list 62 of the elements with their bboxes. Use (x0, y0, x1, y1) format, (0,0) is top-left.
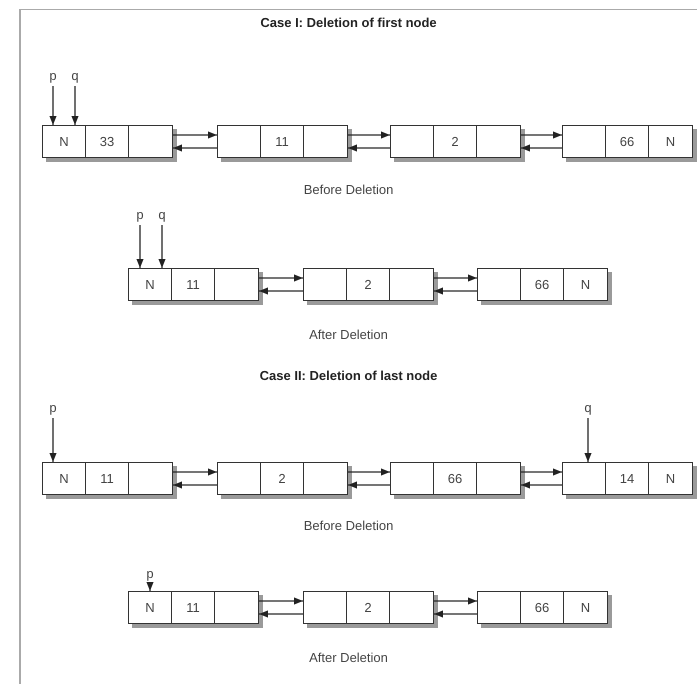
caption: Before Deletion (304, 181, 394, 199)
cell-value: 66 (534, 276, 550, 294)
section-heading: Case I: Deletion of first node (260, 14, 437, 32)
arrow (521, 144, 562, 152)
cell-value: 11 (186, 276, 200, 294)
pointer-label: q (156, 207, 168, 223)
arrow (136, 225, 144, 268)
arrow (173, 144, 217, 152)
cell-value: 2 (364, 598, 372, 617)
cell-value: 11 (100, 470, 114, 488)
cell-value: 66 (448, 470, 462, 488)
arrow (348, 481, 390, 489)
pointer-label: p (47, 68, 59, 84)
caption: After Deletion (309, 326, 388, 344)
arrow (259, 597, 303, 605)
cell-value: 2 (278, 470, 286, 488)
cell-value: N (59, 470, 69, 488)
arrow (521, 468, 562, 476)
arrow (259, 610, 303, 618)
arrow (434, 274, 477, 282)
arrow (434, 287, 477, 295)
pointer-label: p (47, 400, 59, 416)
cell-value: 66 (620, 132, 634, 151)
cell-value: 2 (364, 276, 372, 294)
arrow (434, 597, 477, 605)
arrow (521, 131, 562, 139)
cell-value: 14 (620, 470, 634, 488)
cell-value: N (145, 276, 155, 294)
pointer-label: p (134, 207, 146, 223)
cell-value: 2 (451, 132, 459, 151)
cell-value: N (145, 598, 155, 617)
pointer-label: q (582, 400, 594, 416)
arrow (521, 481, 562, 489)
cell-value: 11 (186, 598, 200, 617)
arrow (49, 86, 57, 125)
cell-value: N (59, 132, 69, 151)
cell-value: N (580, 276, 590, 294)
section-heading: Case II: Deletion of last node (260, 367, 438, 385)
arrow (348, 468, 390, 476)
cell-value: N (580, 598, 590, 617)
arrow (173, 131, 217, 139)
arrow (348, 144, 390, 152)
arrow (49, 418, 57, 462)
cell-value: N (666, 132, 676, 151)
arrow (348, 131, 390, 139)
arrow (259, 287, 303, 295)
arrow (434, 610, 477, 618)
arrow (158, 225, 166, 268)
cell-value: 66 (534, 598, 550, 617)
pointer-label: p (144, 566, 156, 582)
arrow (584, 418, 592, 462)
arrow (173, 468, 217, 476)
cell-value: 11 (275, 132, 289, 151)
cell-value: 33 (100, 132, 114, 151)
arrow (71, 86, 79, 125)
arrow (173, 481, 217, 489)
pointer-label: q (69, 68, 81, 84)
cell-value: N (666, 470, 676, 488)
caption: Before Deletion (304, 517, 394, 535)
caption: After Deletion (309, 649, 388, 667)
arrow (146, 582, 154, 591)
arrow (259, 274, 303, 282)
